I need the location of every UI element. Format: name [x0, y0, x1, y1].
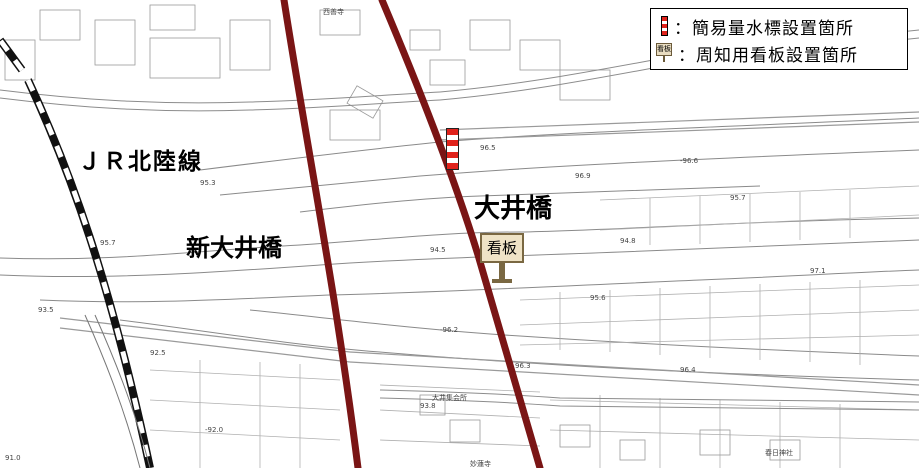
svg-text:94.8: 94.8	[620, 237, 636, 245]
svg-text:95.7: 95.7	[730, 194, 746, 202]
svg-text:97.1: 97.1	[810, 267, 826, 275]
notice-board-text: 看板	[480, 233, 524, 263]
notice-board-icon-text: 看板	[656, 43, 672, 56]
svg-text:95.6: 95.6	[590, 294, 606, 302]
jr-railway	[0, 37, 154, 468]
svg-text:96.5: 96.5	[480, 144, 496, 152]
svg-text:95.3: 95.3	[200, 179, 216, 187]
water-level-gauge-icon	[661, 16, 668, 36]
water-level-gauge-icon	[446, 128, 459, 170]
svg-text:-96.6: -96.6	[680, 157, 699, 165]
label-new-oi-bridge: 新大井橋	[186, 234, 282, 262]
svg-text:93.8: 93.8	[420, 402, 436, 410]
river-lines	[0, 117, 919, 381]
svg-text:95.7: 95.7	[100, 239, 116, 247]
svg-text:92.5: 92.5	[150, 349, 166, 357]
svg-text:96.3: 96.3	[515, 362, 531, 370]
legend-item-label: ：周知用看板設置箇所	[678, 45, 858, 66]
svg-text:妙蓮寺: 妙蓮寺	[470, 459, 491, 468]
map-small-text: 西善寺 95.3 95.7 96.9 -96.6 96.5 -96.2 94.8…	[5, 7, 826, 468]
notice-board-icon: 看板	[656, 43, 672, 63]
secondary-rail-lines	[84, 314, 151, 468]
new-oi-bridge-road	[280, 0, 362, 468]
field-parcels	[149, 185, 919, 468]
bridge-roads	[280, 0, 544, 468]
oi-bridge-road	[378, 0, 544, 468]
svg-text:96.4: 96.4	[680, 366, 696, 374]
notice-board-icon: 看板	[480, 233, 524, 285]
label-oi-bridge: 大井橋	[474, 194, 553, 224]
legend-item-gauge: ：簡易量水標設置箇所	[661, 14, 854, 39]
svg-text:91.0: 91.0	[5, 454, 21, 462]
svg-text:94.5: 94.5	[430, 246, 446, 254]
label-jr-hokuriku-line: ＪＲ北陸線	[78, 149, 203, 175]
svg-text:-92.0: -92.0	[205, 426, 223, 434]
legend-item-label: ：簡易量水標設置箇所	[674, 18, 854, 39]
svg-text:春日神社: 春日神社	[765, 448, 793, 457]
svg-text:西善寺: 西善寺	[323, 7, 344, 16]
svg-text:93.5: 93.5	[38, 306, 54, 314]
legend-item-board: 看板 ：周知用看板設置箇所	[656, 41, 858, 66]
local-roads	[0, 29, 919, 411]
svg-text:-96.2: -96.2	[440, 326, 458, 334]
svg-text:大井集会所: 大井集会所	[432, 393, 467, 402]
map-legend: ：簡易量水標設置箇所 看板 ：周知用看板設置箇所	[650, 8, 908, 70]
svg-text:96.9: 96.9	[575, 172, 591, 180]
embankment-hatching	[59, 111, 919, 396]
